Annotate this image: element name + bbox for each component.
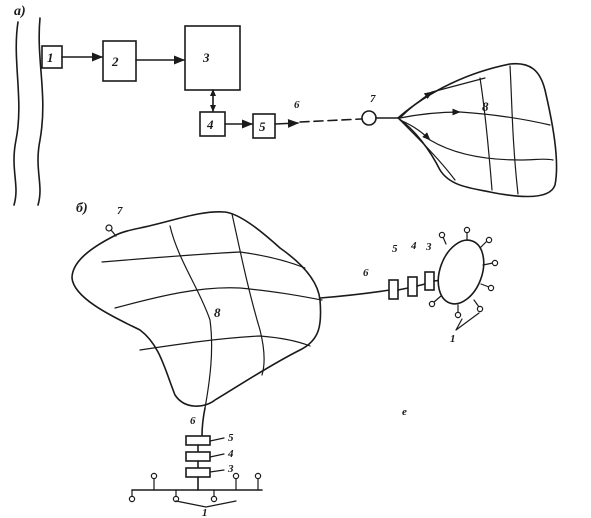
- sensor-icon: [487, 284, 495, 292]
- link-6-bottom-label: 6: [190, 415, 196, 427]
- network-8-link-top-b: [431, 77, 486, 93]
- network-8b-outline: [71, 211, 322, 407]
- sensor-icon: [491, 259, 499, 267]
- sensor-icon: [476, 305, 484, 313]
- block-4-b-right-label: 4: [410, 240, 417, 252]
- block-5-label: 5: [259, 119, 266, 134]
- sensor-icon: [150, 472, 158, 480]
- channel-6-label: 6: [294, 99, 300, 111]
- block-2-label: 2: [111, 54, 119, 69]
- part-a-label: а): [14, 4, 26, 19]
- network-8-outline: [397, 62, 558, 198]
- leader-3-bottom: [209, 469, 225, 473]
- part-b-label: б): [76, 201, 88, 216]
- block-4-label: 4: [206, 117, 214, 132]
- block-4-b-right: [407, 276, 418, 297]
- network-8-link-low-b: [429, 139, 554, 161]
- link-4-3-right: [416, 283, 426, 287]
- arrow-3-to-4: [210, 105, 216, 112]
- network-8b-h2: [114, 287, 323, 309]
- object-boundary-left: [13, 21, 20, 206]
- sensor-icon: [485, 236, 493, 244]
- stray-mark: e: [402, 406, 407, 418]
- sensors-bottom-leader: [175, 500, 237, 508]
- block-1-label: 1: [47, 50, 54, 65]
- sensor-icon: [428, 300, 436, 308]
- network-8-grid-v2: [509, 65, 519, 195]
- link-5-4-right: [397, 287, 409, 291]
- node-7: [361, 110, 377, 126]
- network-8-link-mid-b: [459, 111, 551, 126]
- network-8-link-bottom: [399, 119, 456, 181]
- block-4-b-bottom-label: 4: [227, 448, 234, 460]
- sensor-icon: [254, 472, 262, 480]
- arrow-4-to-3: [210, 89, 216, 96]
- network-8-link-low: [399, 119, 431, 141]
- network-8b-h1: [101, 251, 306, 269]
- sensor-icon: [438, 231, 446, 239]
- block-3-b-right-label: 3: [425, 241, 432, 253]
- node-7-b: [105, 224, 113, 232]
- object-boundary-right: [37, 17, 44, 206]
- block-5-b-bottom-label: 5: [228, 432, 234, 444]
- block-3-b-bottom: [185, 467, 211, 478]
- sensors-bottom: [128, 472, 262, 503]
- block-4: [199, 111, 226, 137]
- network-8-grid-v1: [479, 77, 493, 191]
- network-8b-label: 8: [214, 305, 221, 320]
- block-5-b-right: [388, 279, 399, 300]
- sensors-right: [428, 226, 499, 319]
- sensor-icon: [232, 472, 240, 480]
- sensors-right-label: 1: [450, 333, 456, 345]
- network-8-label: 8: [482, 99, 489, 114]
- block-3-b-right: [424, 271, 435, 291]
- sensor-icon: [128, 495, 136, 503]
- network-8-link-mid: [399, 108, 461, 119]
- link-6-bottom: [201, 407, 206, 437]
- block-5-b-bottom: [185, 435, 211, 446]
- link-6-right-label: 6: [363, 267, 369, 279]
- sensor-icon: [210, 495, 218, 503]
- leader-5-bottom: [209, 437, 225, 442]
- block-3-b-bottom-label: 3: [227, 463, 234, 475]
- node-7-label: 7: [370, 93, 376, 105]
- network-8-link-top: [399, 91, 433, 119]
- block-2: [102, 40, 137, 82]
- leader-4-bottom: [209, 453, 225, 458]
- sensor-icon: [454, 311, 462, 319]
- network-8b-v2: [231, 213, 265, 376]
- monitored-object-right: [437, 239, 485, 305]
- channel-6-dashed: [299, 118, 362, 123]
- block-4-b-bottom: [185, 451, 211, 462]
- sensors-right-leader: [455, 312, 480, 331]
- block-3-label: 3: [202, 50, 210, 65]
- block-5: [252, 113, 276, 139]
- sensor-icon: [463, 226, 471, 234]
- channel-6-arrow: [274, 118, 300, 128]
- block-5-b-right-label: 5: [392, 243, 398, 255]
- link-6-right: [319, 289, 391, 299]
- block-3: [184, 25, 241, 91]
- network-8b-h3: [139, 335, 311, 351]
- network-8b-v1: [169, 225, 213, 409]
- sensors-bottom-label: 1: [202, 507, 208, 518]
- node-7-b-label: 7: [117, 205, 123, 217]
